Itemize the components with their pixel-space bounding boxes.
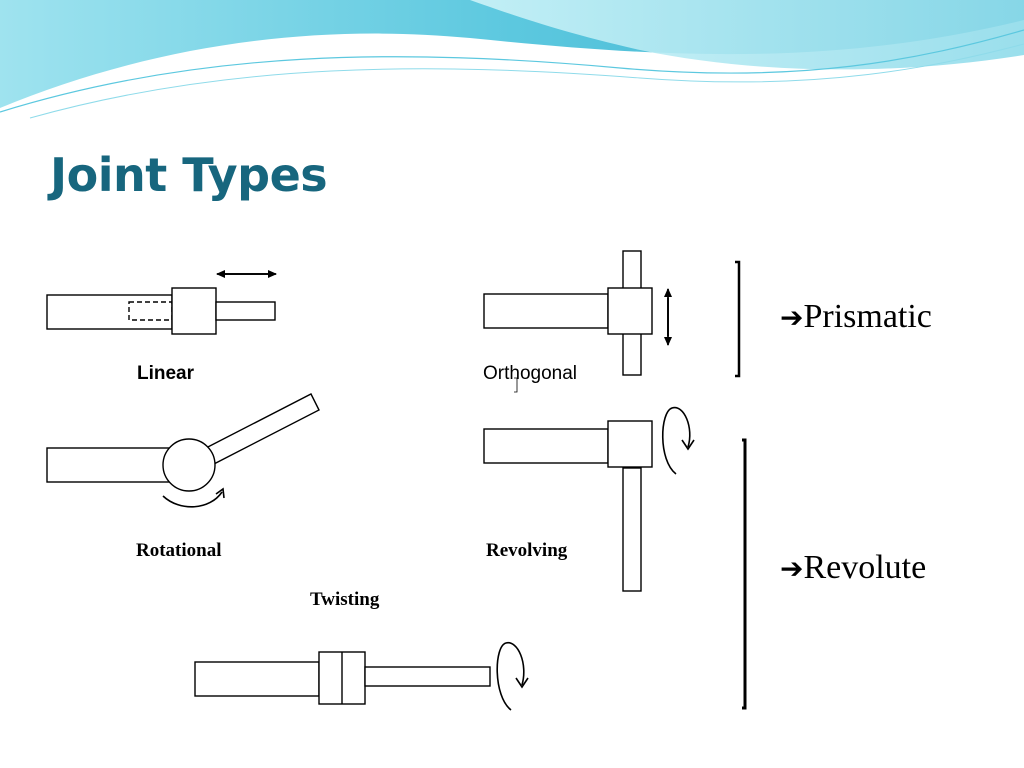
linear-sleeve <box>171 287 217 335</box>
label-linear: Linear <box>137 363 195 384</box>
category-prismatic: ➔Prismatic <box>780 298 932 336</box>
slide-title: Joint Types <box>50 148 328 202</box>
header-wave-decoration <box>0 0 1024 119</box>
rotational-joint-diagram <box>46 393 320 508</box>
label-twisting: Twisting <box>310 589 380 610</box>
twisting-output-link <box>364 666 491 687</box>
rotational-motion-arrow <box>162 491 223 508</box>
label-orthogonal: Orthogonal <box>483 363 578 384</box>
rotational-base-link <box>46 447 173 483</box>
rotational-angled-link <box>201 393 320 467</box>
revolving-vertical-link <box>622 467 642 592</box>
category-revolute-label: Revolute <box>803 549 927 586</box>
label-revolving: Revolving <box>486 540 568 561</box>
stray-bracket-mark <box>514 377 518 393</box>
twisting-joint-diagram <box>194 642 529 711</box>
linear-base-link <box>46 294 173 330</box>
label-rotational: Rotational <box>136 540 222 561</box>
rotational-pivot <box>162 438 216 492</box>
orthogonal-base-link <box>483 293 609 329</box>
right-arrow-icon: ➔ <box>780 552 804 585</box>
revolving-sleeve <box>607 420 653 468</box>
revolving-base-link <box>483 428 609 464</box>
linear-slider <box>215 301 276 321</box>
orthogonal-joint-diagram <box>483 250 672 393</box>
revolute-bracket <box>742 438 747 710</box>
right-arrow-icon: ➔ <box>780 301 804 334</box>
category-prismatic-label: Prismatic <box>803 298 932 335</box>
orthogonal-sleeve <box>607 287 653 335</box>
prismatic-bracket <box>735 260 741 378</box>
twisting-motion-arrow <box>496 642 525 711</box>
twisting-base-link <box>194 661 320 697</box>
revolving-joint-diagram <box>483 406 695 592</box>
revolving-motion-arrow <box>661 406 691 475</box>
linear-joint-diagram <box>46 270 277 335</box>
category-revolute: ➔Revolute <box>780 549 926 587</box>
